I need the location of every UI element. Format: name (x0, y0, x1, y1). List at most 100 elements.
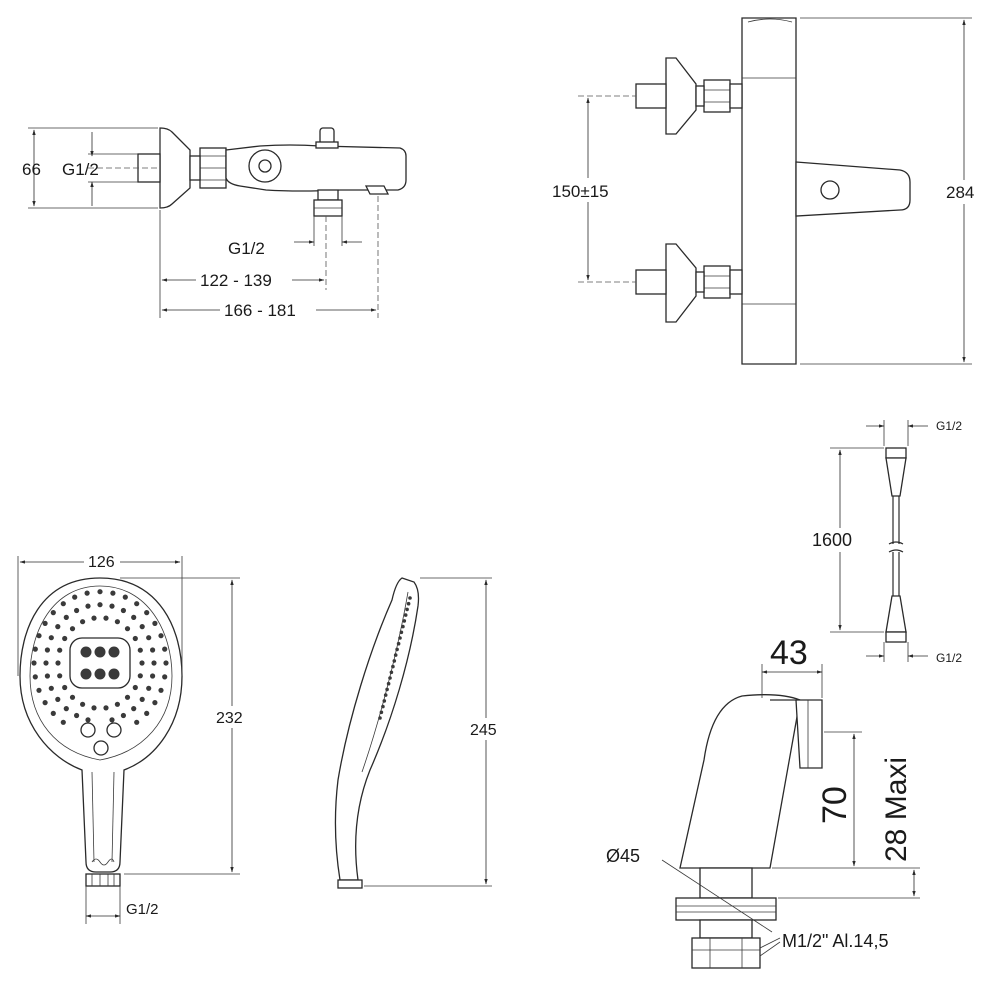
nozzle (110, 590, 116, 596)
nozzle (55, 624, 61, 630)
nozzle (144, 710, 150, 717)
dim-mixer-height: 66 (22, 160, 41, 179)
nozzle (80, 619, 86, 625)
nozzle (60, 601, 66, 607)
nozzle (122, 594, 128, 600)
dim-spout-height: 70 (816, 786, 854, 824)
side-nozzles (378, 596, 412, 720)
nozzle (144, 610, 150, 616)
nozzle (62, 635, 68, 642)
nozzle (72, 594, 78, 600)
nozzle (50, 610, 56, 616)
dim-spout-diameter: Ø45 (606, 846, 640, 866)
side-nozzle (385, 687, 389, 692)
nozzle (57, 673, 63, 679)
nozzle (152, 620, 158, 627)
side-nozzle (396, 641, 401, 646)
nozzle (44, 673, 51, 679)
nozzle (60, 719, 66, 725)
nozzle (134, 719, 140, 725)
handshower-side-view: 245 (334, 577, 506, 889)
side-nozzle (391, 664, 395, 669)
mixer-side-view: 66 G1/2 G1/2 122 - 139 166 - 181 (22, 127, 407, 320)
side-nozzle (408, 596, 412, 600)
nozzle (63, 614, 69, 621)
dim-handshower-width: 126 (88, 554, 115, 571)
dim-hose-thread-top: G1/2 (936, 419, 962, 433)
nozzle (158, 633, 164, 639)
nozzle (163, 660, 169, 666)
side-nozzle (401, 624, 405, 629)
nozzle (132, 684, 138, 691)
nozzle (48, 685, 54, 691)
nozzle (48, 635, 54, 641)
spout-view: 43 70 28 Maxi Ø45 M1/2" Al.14,5 (606, 634, 920, 969)
nozzle (114, 619, 120, 625)
nozzle (97, 602, 103, 608)
nozzle (151, 660, 157, 666)
side-nozzle (388, 676, 392, 680)
nozzle (31, 660, 37, 666)
nozzle (42, 700, 48, 706)
nozzle (43, 660, 49, 666)
nozzle (162, 646, 168, 652)
dim-depth-long: 166 - 181 (224, 301, 296, 320)
nozzle (69, 694, 76, 700)
mixer-front-view: 150±15 284 (548, 17, 984, 365)
nozzle (120, 607, 126, 614)
side-nozzle (378, 716, 382, 720)
nozzle (91, 705, 97, 711)
nozzle (36, 687, 42, 693)
nozzle (132, 635, 138, 642)
dim-total-height: 284 (946, 183, 974, 202)
side-nozzle (379, 710, 384, 715)
nozzle (62, 684, 68, 691)
nozzle (109, 603, 115, 609)
side-nozzle (398, 636, 402, 640)
nozzle (63, 706, 69, 712)
nozzle (158, 687, 164, 693)
nozzle (150, 647, 156, 653)
nozzle (124, 694, 131, 700)
handshower-front-view: 126 232 G1/2 (17, 550, 252, 924)
nozzle (57, 647, 63, 653)
nozzle (97, 589, 103, 595)
nozzle (139, 660, 145, 666)
nozzle (32, 646, 38, 652)
dim-handshower-length: 245 (470, 722, 497, 739)
nozzle (124, 626, 131, 632)
nozzle (162, 674, 168, 680)
nozzle (152, 700, 158, 706)
side-nozzle (393, 653, 398, 657)
shower-nozzles (31, 589, 169, 725)
nozzle (32, 674, 38, 680)
side-nozzle (405, 607, 409, 612)
nozzle (50, 710, 56, 717)
hose-view: G1/2 1600 G1/2 (808, 419, 962, 665)
nozzle (131, 706, 137, 712)
nozzle (114, 701, 120, 707)
nozzle (109, 717, 115, 723)
nozzle (80, 701, 86, 707)
dim-spout-width: 43 (770, 634, 808, 672)
dim-outlet-thread: G1/2 (228, 239, 265, 258)
nozzle (137, 673, 143, 679)
nozzle (150, 673, 156, 679)
side-nozzle (386, 681, 391, 686)
side-nozzle (402, 619, 407, 623)
nozzle (74, 712, 80, 719)
nozzle (103, 705, 109, 711)
nozzle (131, 614, 137, 621)
nozzle (91, 615, 97, 621)
side-nozzle (389, 670, 394, 675)
dim-center-distance: 150±15 (552, 182, 609, 201)
nozzle (146, 635, 152, 641)
side-nozzle (392, 659, 397, 663)
nozzle (139, 696, 145, 703)
nozzle (42, 620, 48, 627)
side-nozzle (399, 630, 404, 635)
side-nozzle (382, 699, 387, 703)
nozzle (137, 647, 143, 653)
nozzle (55, 660, 61, 666)
